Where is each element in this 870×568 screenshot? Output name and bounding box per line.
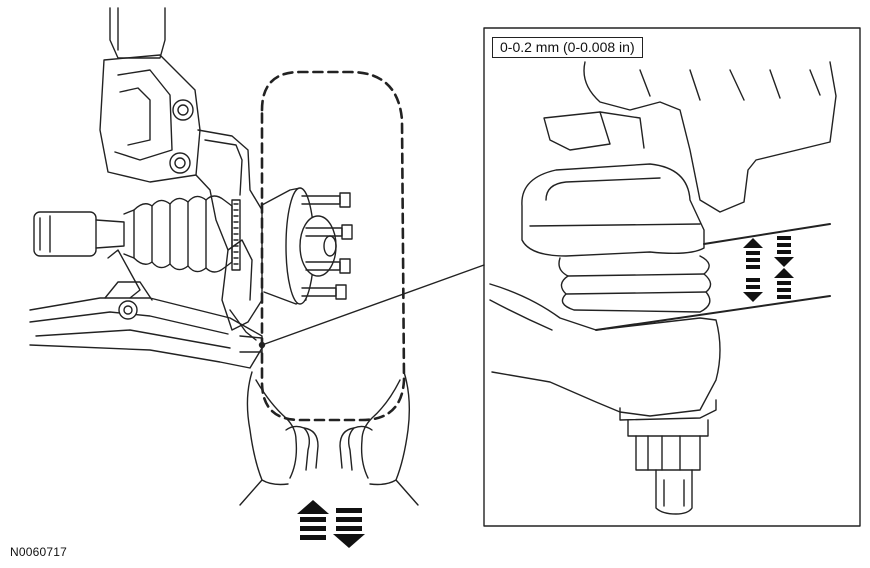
- detail-callout-box: [483, 27, 861, 527]
- leader-line: [261, 264, 485, 346]
- clearance-spec-label: 0-0.2 mm (0-0.008 in): [492, 37, 643, 58]
- measurement-line-lower: [595, 295, 831, 331]
- measurement-line-upper: [703, 223, 831, 245]
- strut-assembly: [99, 7, 201, 183]
- play-arrows-icon: [743, 236, 794, 302]
- ball-joint-detail: [489, 61, 837, 515]
- wheel-hub: [261, 187, 353, 305]
- drive-shaft: [33, 195, 241, 273]
- wheel-outline-dashed: [260, 70, 406, 422]
- lower-control-arm: [29, 249, 263, 369]
- inspection-point: [258, 341, 266, 349]
- lift-arrows-icon: [297, 500, 365, 548]
- figure-id: N0060717: [10, 545, 67, 559]
- hands-icon: [239, 371, 419, 506]
